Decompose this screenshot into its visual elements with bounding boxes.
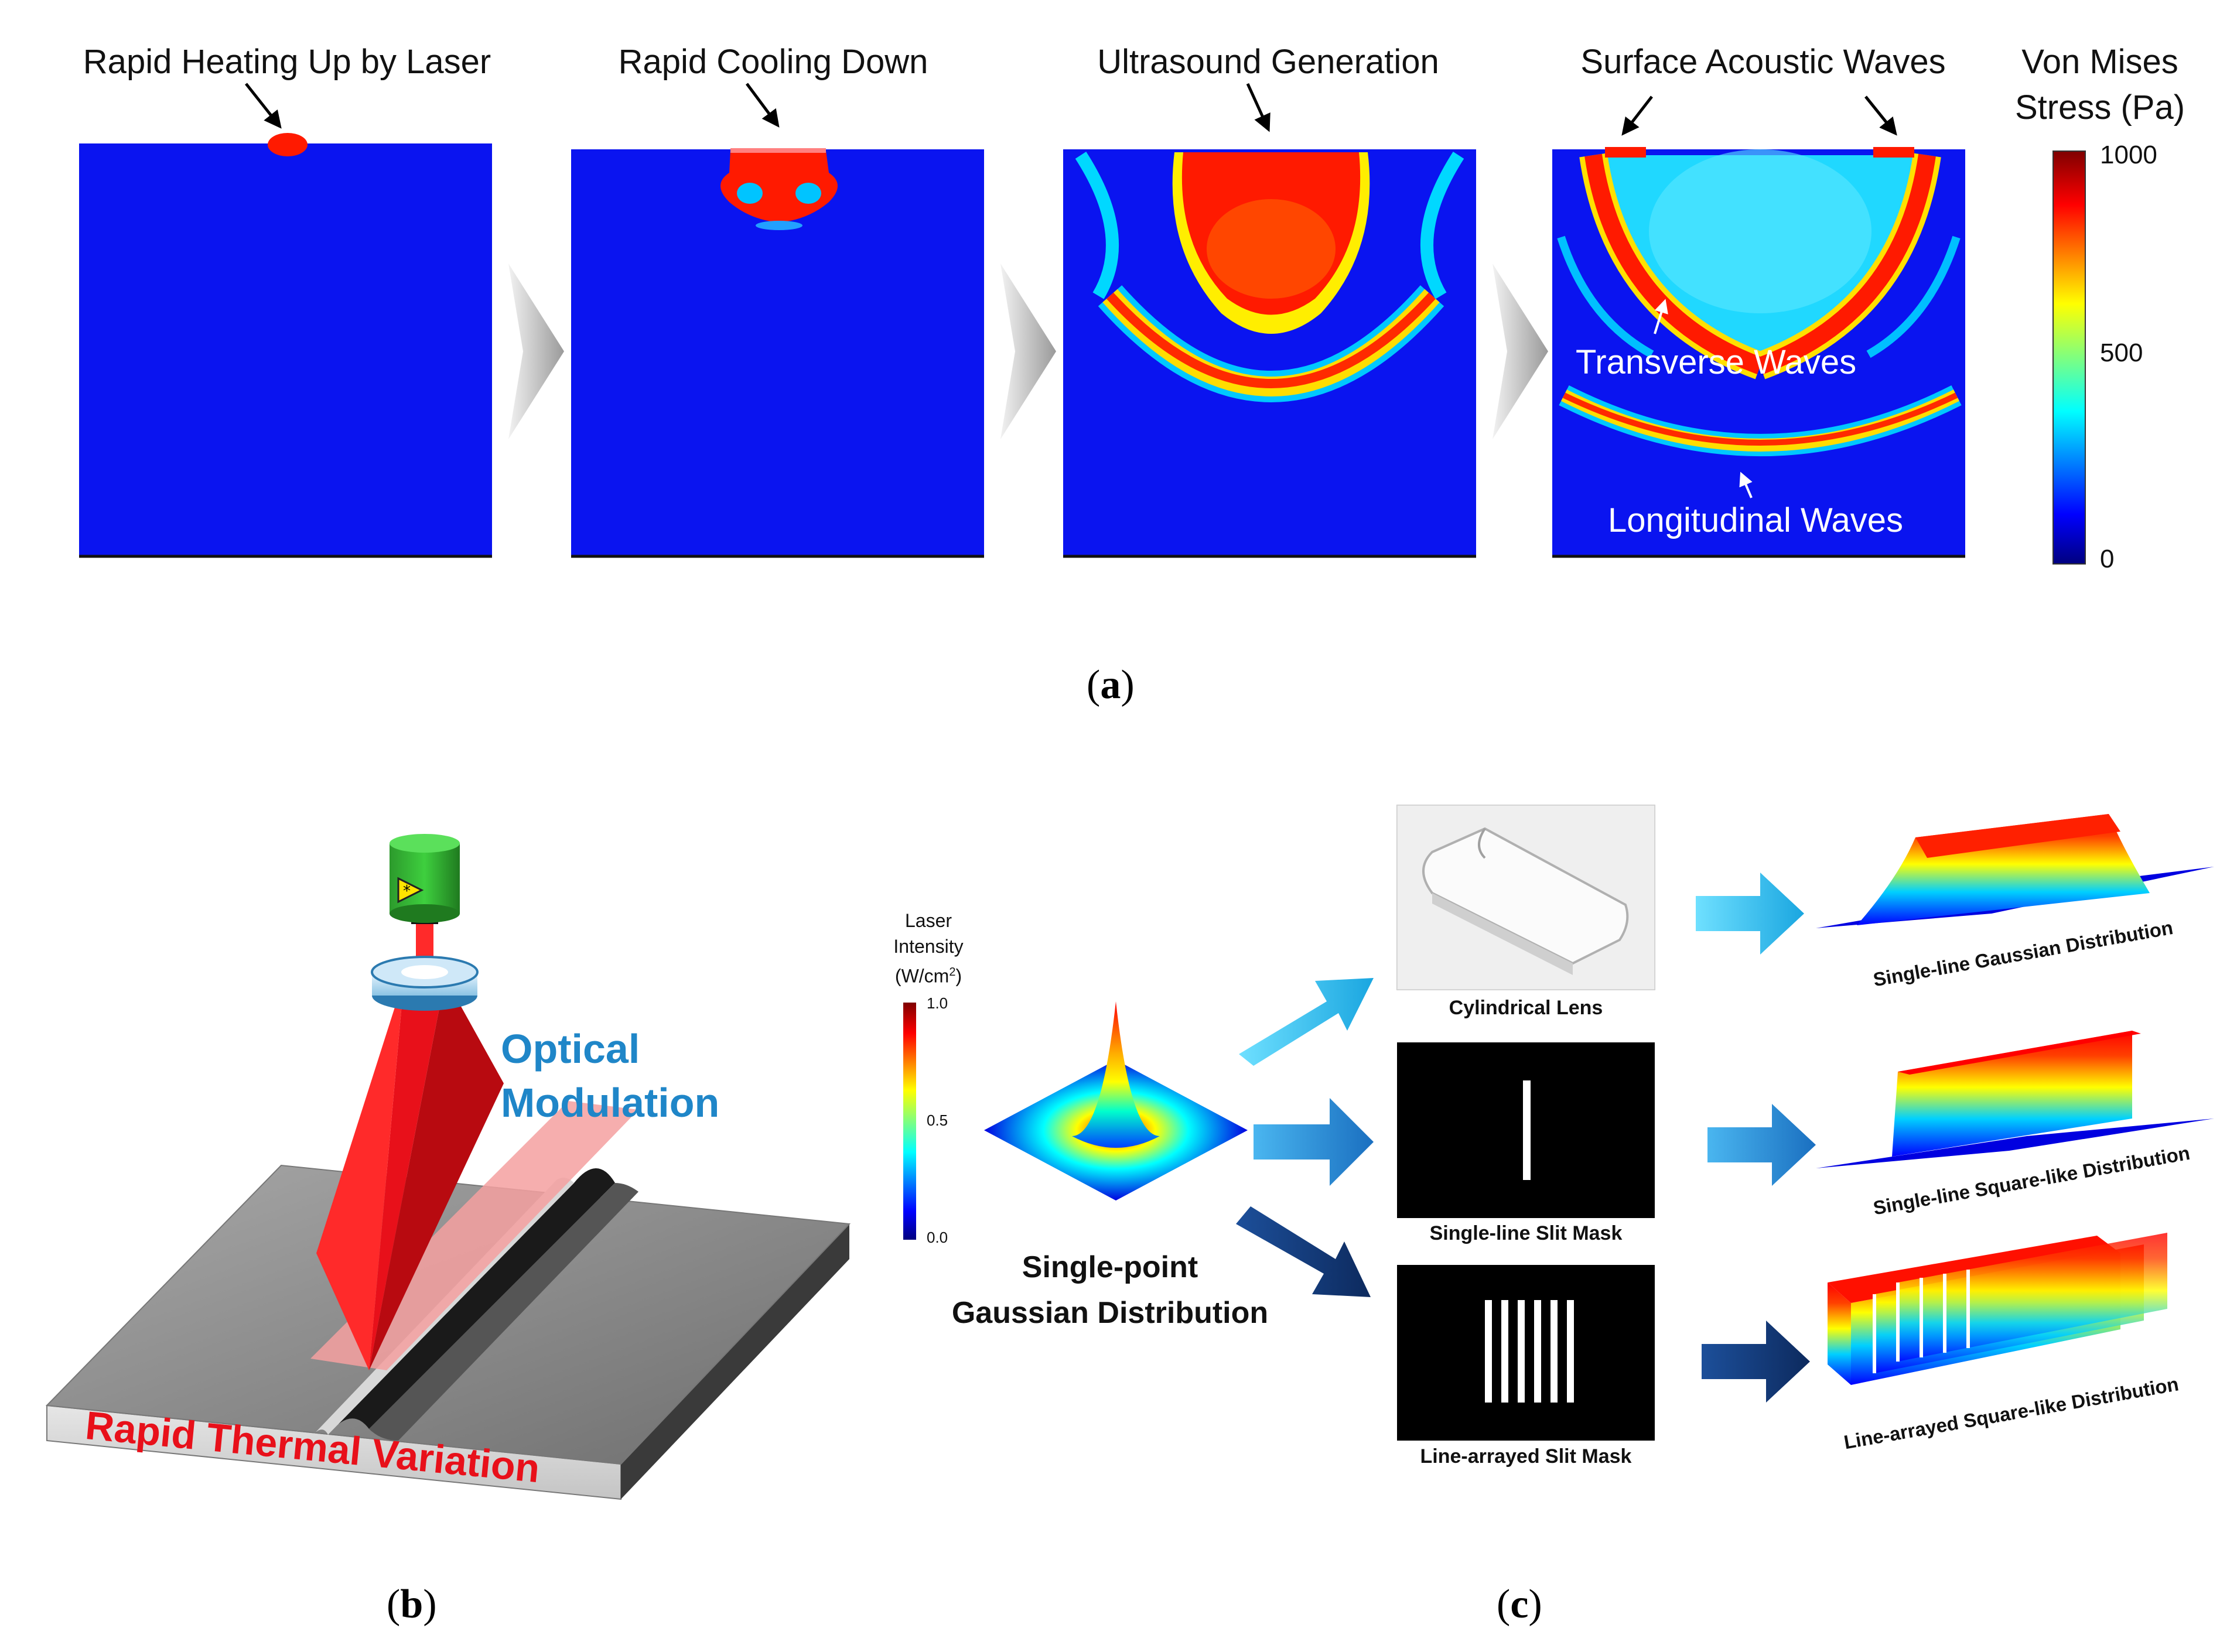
arrow-to-lens [1239, 978, 1374, 1066]
optical-line-1: Optical [501, 1026, 640, 1072]
result-square-line [1816, 1031, 2214, 1168]
single-point-line-1: Single-point [1022, 1250, 1198, 1284]
stress-colorbar [2052, 151, 2086, 565]
gaussian-surface [984, 1001, 1248, 1200]
longitudinal-waves-label: Longitudinal Waves [1608, 501, 1904, 539]
arrow-array-result [1702, 1321, 1810, 1403]
line-array-slit-mask [1397, 1265, 1655, 1441]
intensity-title-2: Intensity [893, 936, 964, 957]
intensity-colorbar [903, 1003, 916, 1240]
arrow-to-array [1236, 1206, 1371, 1297]
process-arrow-1 [508, 264, 564, 439]
cylindrical-lens-label: Cylindrical Lens [1449, 997, 1603, 1019]
result-gaussian-line [1816, 814, 2214, 928]
intensity-title-1: Laser [904, 910, 952, 931]
laser-intensity-title: Laser Intensity (W/cm2) [879, 908, 978, 989]
intensity-tick-1: 1.0 [927, 994, 948, 1012]
process-arrow-2 [1000, 264, 1056, 439]
intensity-tick-05: 0.5 [927, 1111, 948, 1129]
von-mises-title-2: Stress (Pa) [2014, 88, 2185, 126]
arrow-slit-result [1707, 1104, 1816, 1186]
intensity-title-3: (W/cm2) [894, 965, 962, 987]
stage-heating-plot [79, 83, 492, 558]
arrow-to-slit [1254, 1098, 1374, 1186]
intensity-tick-0: 0.0 [927, 1229, 948, 1246]
svg-text:*: * [403, 883, 411, 900]
thermal-apparatus: * [45, 834, 851, 1500]
stage-saw-plot [1552, 95, 1965, 558]
result-array-lines [1828, 1233, 2167, 1385]
stage-title-saw: Surface Acoustic Waves [1580, 43, 1946, 81]
caption-c: (c) [1497, 1582, 1542, 1627]
single-point-line-2: Gaussian Distribution [951, 1296, 1269, 1330]
arrow-lens-result [1696, 873, 1804, 955]
single-slit-mask [1397, 1042, 1655, 1218]
caption-b: (b) [387, 1582, 437, 1627]
stress-tick-1000: 1000 [2100, 141, 2157, 169]
single-slit-label: Single-line Slit Mask [1429, 1222, 1623, 1244]
transverse-waves-label: Transverse Waves [1576, 343, 1857, 381]
optical-modulation-label: Optical Modulation [501, 1022, 719, 1130]
process-arrow-3 [1493, 264, 1548, 439]
optical-line-2: Modulation [501, 1080, 720, 1126]
von-mises-title-1: Von Mises [2021, 43, 2178, 81]
cylindrical-lens-photo [1396, 805, 1655, 990]
caption-a: (a) [1087, 662, 1135, 707]
stage-ultrasound-plot [1063, 83, 1476, 558]
stress-tick-500: 500 [2100, 338, 2143, 367]
line-array-slit-label: Line-arrayed Slit Mask [1420, 1445, 1632, 1468]
stress-tick-0: 0 [2100, 545, 2115, 573]
single-point-label: Single-point Gaussian Distribution [934, 1244, 1286, 1336]
stage-cooling-plot [571, 83, 984, 558]
stage-title-heating: Rapid Heating Up by Laser [83, 43, 491, 81]
stage-title-cooling: Rapid Cooling Down [618, 43, 928, 81]
stage-title-ultrasound: Ultrasound Generation [1097, 43, 1439, 81]
